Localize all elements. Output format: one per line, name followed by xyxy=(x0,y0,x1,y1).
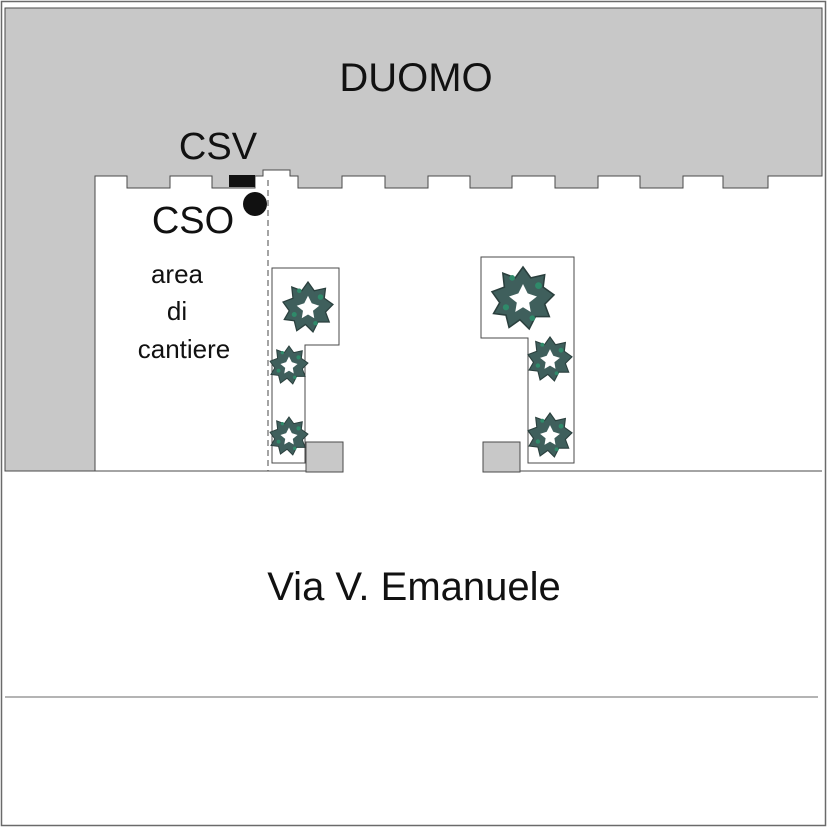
site-label-line3: cantiere xyxy=(138,334,231,364)
post-left xyxy=(305,441,344,473)
post-right xyxy=(482,441,521,473)
planter-right xyxy=(480,256,575,464)
csv-marker-icon xyxy=(229,175,255,187)
site-label-line2: di xyxy=(167,296,187,326)
csv-label: CSV xyxy=(179,126,258,168)
cso-marker-icon xyxy=(243,192,267,216)
planter-left xyxy=(271,267,340,464)
site-label-line1: area xyxy=(151,259,204,289)
cso-label: CSO xyxy=(152,200,234,242)
duomo-building xyxy=(4,7,823,472)
duomo-label: DUOMO xyxy=(339,56,492,100)
street-label: Via V. Emanuele xyxy=(267,565,561,609)
